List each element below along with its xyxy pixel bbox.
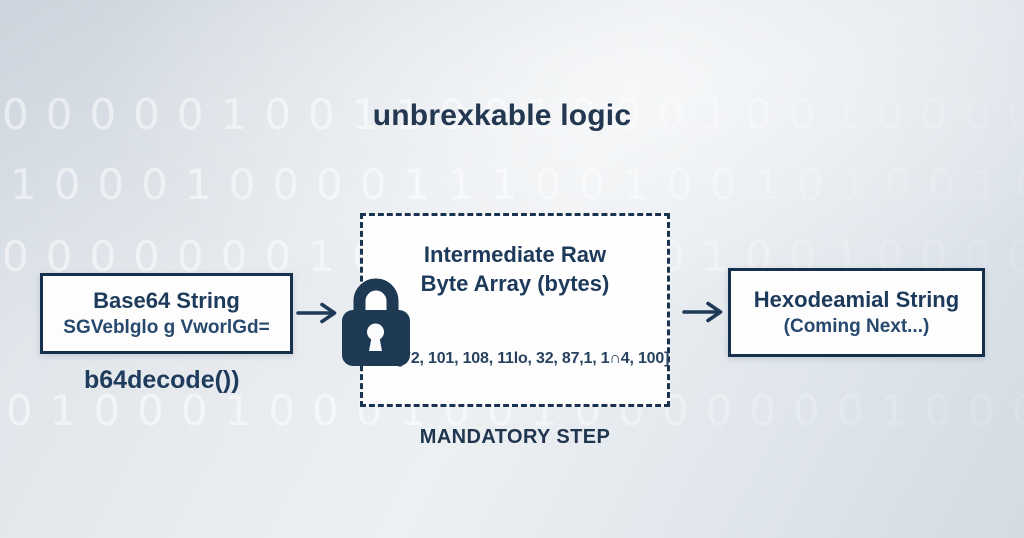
mandatory-step-caption: MANDATORY STEP bbox=[419, 426, 611, 448]
lock-icon bbox=[342, 278, 410, 366]
background-binary-row: 000001001100100010010000 bbox=[2, 90, 1024, 139]
arrow-right-icon bbox=[682, 301, 723, 323]
hex-box-subtitle: (Coming Next...) bbox=[783, 315, 930, 337]
background-binary-row: 100010000111001001010010 bbox=[10, 160, 1024, 209]
base64-box-value: SGVeblglo g VworlGd= bbox=[63, 316, 270, 338]
hex-box-title: Hexodeamial String bbox=[753, 287, 960, 313]
base64-box-title: Base64 String bbox=[93, 288, 240, 314]
diagram-title: unbrexkable logic bbox=[372, 99, 632, 132]
base64-string-box: Base64 String SGVeblglo g VworlGd= bbox=[40, 273, 293, 354]
intermediate-byte-array-box: Intermediate Raw Byte Array (bytes) [72,… bbox=[360, 213, 670, 407]
arrow-right-icon bbox=[296, 302, 337, 324]
intermediate-box-title: Intermediate Raw Byte Array (bytes) bbox=[420, 242, 610, 297]
hex-string-box: Hexodeamial String (Coming Next...) bbox=[728, 268, 985, 357]
byte-array-value: [72, 101, 108, 11lo, 32, 87,1, 1∩4, 100] bbox=[397, 350, 670, 367]
b64decode-function-label: b64decode()) bbox=[84, 366, 240, 394]
